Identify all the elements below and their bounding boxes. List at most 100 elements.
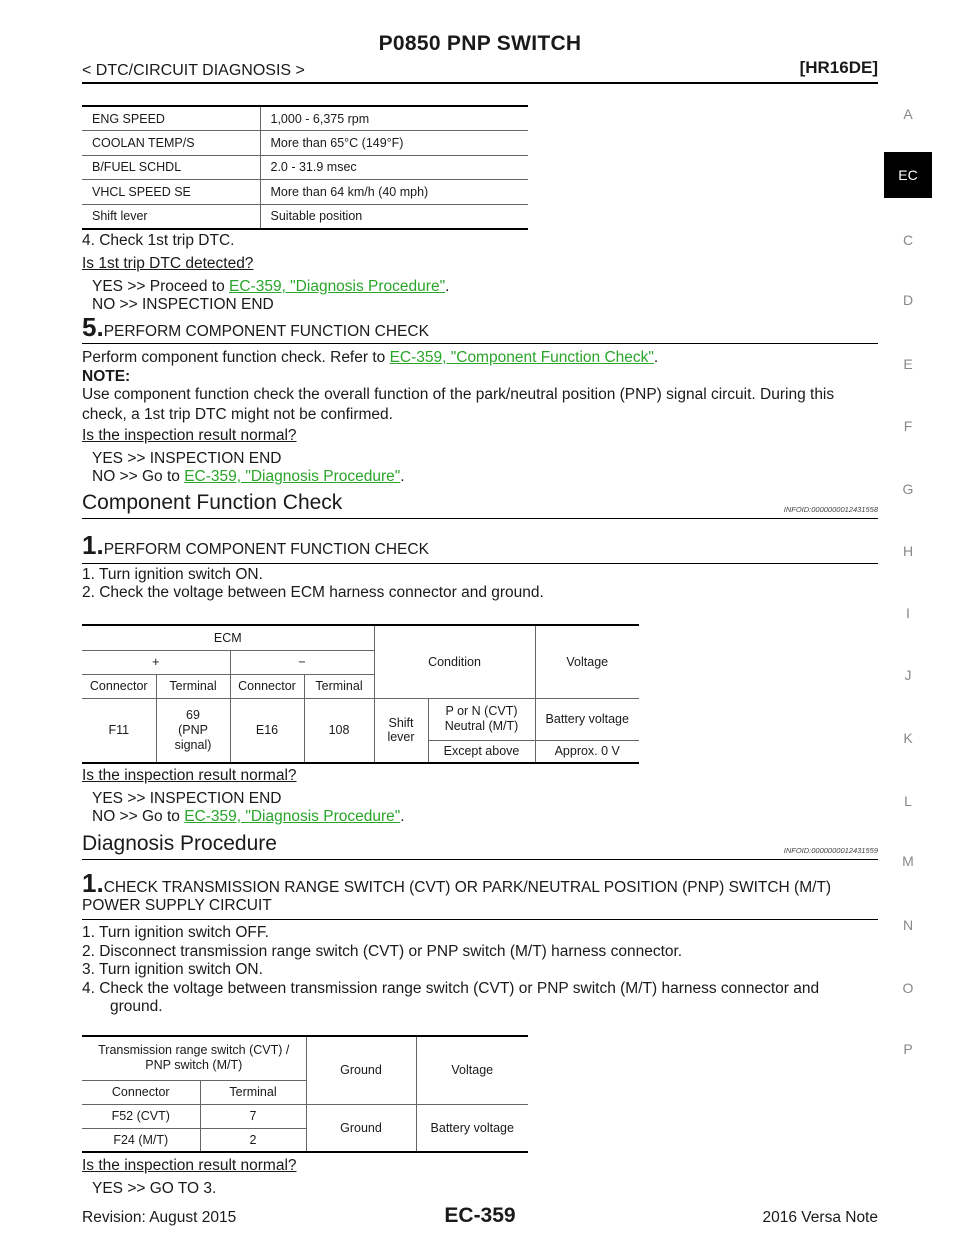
step-heading: 5.PERFORM COMPONENT FUNCTION CHECK (82, 312, 878, 344)
engine-code: [HR16DE] (799, 58, 878, 77)
table-row: Transmission range switch (CVT) / PNP sw… (82, 1036, 528, 1105)
index-tab-g[interactable]: G (902, 481, 914, 497)
no-branch: NO >> Go to EC-359, "Diagnosis Procedure… (92, 468, 405, 485)
header-rule (82, 82, 878, 84)
table-header: Connector (229, 673, 305, 699)
index-tab-h[interactable]: H (902, 543, 914, 559)
table-cell: Shift lever (82, 204, 261, 229)
table-cell: F11 (82, 697, 157, 764)
table-row: COOLAN TEMP/S More than 65°C (149°F) (82, 130, 528, 156)
instruction-step: ground. (110, 998, 163, 1015)
step-heading: 1.PERFORM COMPONENT FUNCTION CHECK (82, 530, 878, 564)
table-header: Terminal (303, 673, 374, 699)
table-cell: COOLAN TEMP/S (82, 130, 261, 156)
index-tab-m[interactable]: M (902, 853, 914, 869)
index-tab-a[interactable]: A (903, 106, 913, 122)
no-branch: NO >> INSPECTION END (92, 296, 274, 313)
table-cell: 2.0 - 31.9 msec (260, 155, 528, 180)
table-cell: B/FUEL SCHDL (82, 155, 261, 180)
yes-branch: YES >> INSPECTION END (92, 450, 282, 467)
yes-branch: YES >> GO TO 3. (92, 1180, 217, 1197)
table-cell: Approx. 0 V (534, 739, 639, 763)
table-row: VHCL SPEED SE More than 64 km/h (40 mph) (82, 179, 528, 205)
data-monitor-table: ENG SPEED 1,000 - 6,375 rpm COOLAN TEMP/… (82, 105, 528, 230)
instruction-step: 4. Check 1st trip DTC. (82, 232, 235, 249)
index-tab-e[interactable]: E (903, 356, 913, 372)
instruction-step: 2. Disconnect transmission range switch … (82, 943, 683, 960)
table-row: F24 (M/T) 2 (82, 1127, 528, 1152)
table-row: Except above Approx. 0 V (82, 739, 639, 763)
table-row: ENG SPEED 1,000 - 6,375 rpm (82, 106, 528, 131)
table-cell: 7 (199, 1103, 307, 1129)
table-header: Terminal (199, 1079, 306, 1105)
diagnosis-procedure-link[interactable]: EC-359, "Diagnosis Procedure" (184, 808, 401, 825)
page-number: EC-359 (444, 1204, 516, 1227)
table-cell: Except above (428, 739, 536, 763)
table-header: Ground (305, 1036, 417, 1105)
table-cell: Ground (305, 1103, 417, 1153)
index-tab-c[interactable]: C (902, 232, 914, 248)
table-cell: Battery voltage (534, 697, 639, 741)
table-cell: ENG SPEED (82, 106, 261, 131)
table-cell: Suitable position (270, 209, 363, 223)
step-heading: 1.CHECK TRANSMISSION RANGE SWITCH (CVT) … (82, 868, 878, 920)
switch-voltage-table: Transmission range switch (CVT) / PNP sw… (82, 1035, 528, 1153)
ecm-voltage-table: ECM Condition Voltage + − Connector Term… (82, 624, 639, 764)
diagnosis-procedure-link[interactable]: EC-359, "Diagnosis Procedure" (184, 468, 401, 485)
table-header: + (82, 649, 231, 675)
note-text: Use component function check the overall… (82, 386, 835, 423)
table-row: F11 69 (PNP signal) E16 108 Shift lever … (82, 697, 639, 764)
table-cell: More than 65°C (149°F) (260, 130, 528, 156)
index-tab-i[interactable]: I (906, 605, 910, 621)
index-tab-f[interactable]: F (903, 418, 913, 434)
table-header: Terminal (155, 673, 231, 699)
page-title: P0850 PNP SWITCH (378, 32, 582, 55)
decision-question: Is the inspection result normal? (82, 1157, 297, 1174)
table-row: Connector Terminal (82, 1079, 528, 1105)
index-tab-k[interactable]: K (903, 730, 913, 746)
decision-question: Is the inspection result normal? (82, 767, 297, 784)
index-tab-o[interactable]: O (902, 980, 914, 996)
decision-question: Is the inspection result normal? (82, 427, 297, 444)
table-cell: VHCL SPEED SE (82, 179, 261, 205)
index-tab-l[interactable]: L (904, 793, 912, 809)
index-tab-d[interactable]: D (902, 292, 914, 308)
table-header: − (229, 649, 374, 675)
index-tab-j[interactable]: J (904, 667, 912, 683)
note-label: NOTE: (82, 368, 131, 385)
instruction-step: 4. Check the voltage between transmissio… (82, 980, 820, 997)
table-header: Condition (373, 625, 536, 699)
table-cell: 2 (199, 1127, 306, 1152)
table-cell: More than 64 km/h (40 mph) (260, 179, 528, 205)
table-cell: Battery voltage (415, 1103, 528, 1153)
table-cell: P or N (CVT) Neutral (M/T) (427, 697, 536, 741)
table-header: Connector (82, 673, 157, 699)
diagnosis-procedure-link[interactable]: EC-359, "Diagnosis Procedure" (229, 278, 446, 295)
table-row: F52 (CVT) 7 Ground Battery voltage (82, 1103, 528, 1153)
section-heading: Component Function Check INFOID:00000000… (82, 491, 878, 519)
table-row: + − (82, 649, 639, 675)
table-row: Shift lever Suitable position (82, 204, 528, 229)
section-index: A EC C D E F G H I J K L M N O P (884, 0, 932, 1242)
table-header: ECM (82, 625, 375, 651)
table-cell: Shift lever (373, 697, 429, 764)
instruction-step: 1. Turn ignition switch ON. (82, 566, 263, 583)
section-heading: Diagnosis Procedure INFOID:0000000012431… (82, 832, 878, 860)
breadcrumb: < DTC/CIRCUIT DIAGNOSIS > (82, 62, 305, 79)
decision-question: Is 1st trip DTC detected? (82, 255, 254, 272)
index-tab-ec[interactable]: EC (884, 152, 932, 198)
table-cell: F24 (M/T) (82, 1127, 201, 1152)
table-header: Connector (82, 1079, 201, 1105)
table-cell: 108 (303, 697, 375, 764)
index-tab-p[interactable]: P (903, 1041, 913, 1057)
table-header: Voltage (415, 1036, 528, 1105)
instruction-text: Perform component function check. Refer … (82, 349, 659, 366)
instruction-step: 3. Turn ignition switch ON. (82, 961, 263, 978)
index-tab-n[interactable]: N (902, 917, 914, 933)
revision-date: Revision: August 2015 (82, 1209, 237, 1226)
component-function-check-link[interactable]: EC-359, "Component Function Check" (389, 349, 654, 366)
table-row: B/FUEL SCHDL 2.0 - 31.9 msec (82, 155, 528, 180)
table-cell: E16 (229, 697, 305, 764)
table-row: ECM Condition Voltage (82, 625, 639, 699)
table-cell: F52 (CVT) (82, 1103, 201, 1129)
